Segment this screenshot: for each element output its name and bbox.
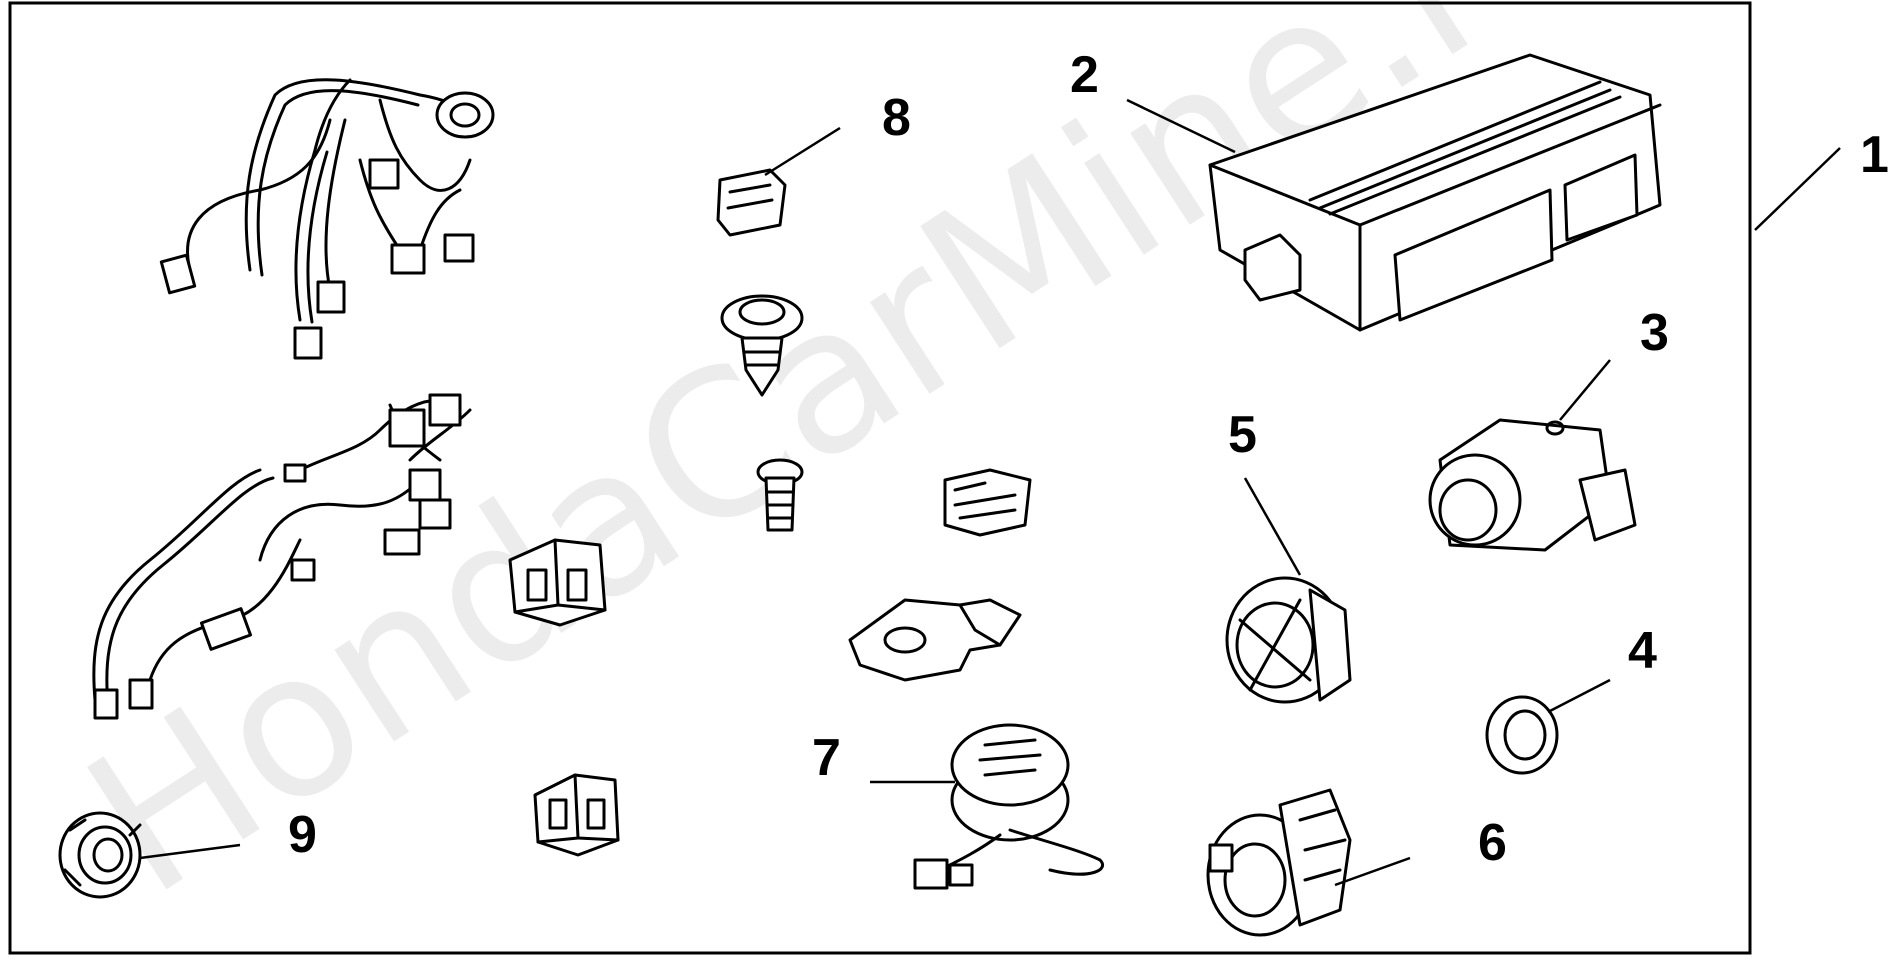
callout-6: 6 (1478, 814, 1507, 872)
siren-part-7 (870, 723, 1104, 890)
control-unit-part-2 (1126, 53, 1662, 332)
callout-5: 5 (1228, 406, 1257, 464)
clip-part-8 (716, 126, 841, 237)
bezel-ring-part-4 (1485, 678, 1611, 775)
callout-4: 4 (1628, 622, 1657, 680)
callout-7: 7 (812, 729, 841, 787)
callout-3: 3 (1640, 304, 1669, 362)
switch-body-part-6 (1206, 788, 1411, 937)
connector-block-upper (508, 538, 607, 627)
callout-8: 8 (882, 89, 911, 147)
bracket-plate (848, 598, 1022, 682)
diagram-frame (8, 1, 1752, 955)
wire-harness-lower (92, 393, 472, 720)
callout-2: 2 (1070, 46, 1099, 104)
switch-housing-part-5 (1225, 477, 1352, 704)
clip-nut (943, 468, 1032, 537)
connector-block-lower (533, 773, 620, 857)
push-rivet (720, 294, 804, 397)
wire-harness-upper (159, 78, 495, 360)
callout-1: 1 (1860, 126, 1889, 184)
sensor-part-3 (1428, 359, 1637, 552)
key-cylinder-part-9 (58, 811, 241, 899)
screw (756, 458, 804, 532)
leader-1 (1754, 147, 1841, 231)
callout-9: 9 (288, 806, 317, 864)
